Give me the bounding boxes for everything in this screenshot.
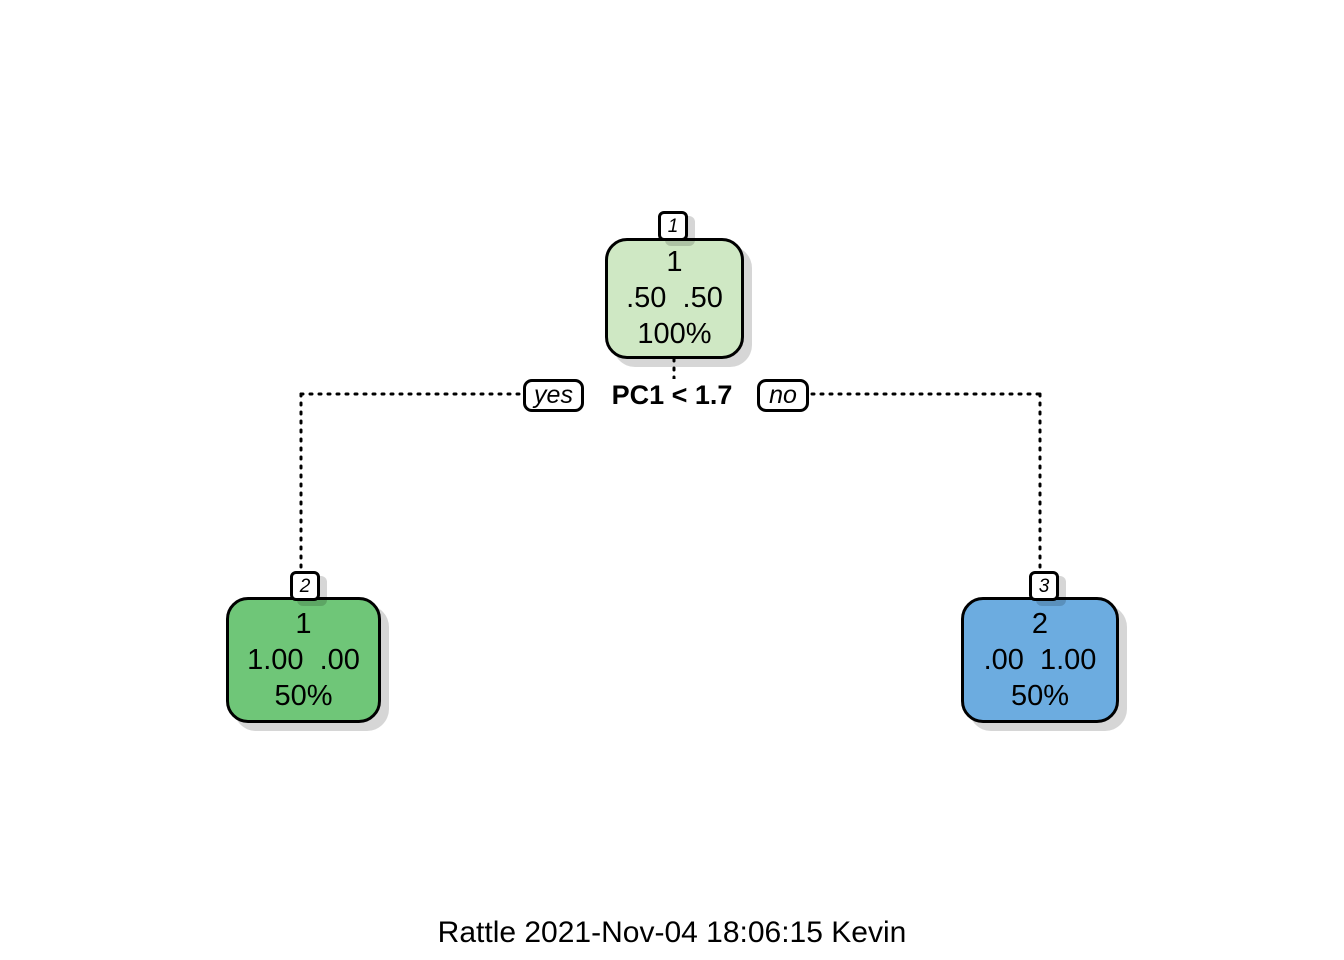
node-tag-1[interactable]: 1 bbox=[658, 211, 688, 241]
branch-label-no[interactable]: no bbox=[757, 379, 809, 412]
node-left-probabilities: 1.00 .00 bbox=[247, 643, 360, 676]
node-left-class: 1 bbox=[295, 607, 312, 640]
node-right-probabilities: .00 1.00 bbox=[983, 643, 1097, 676]
tree-node-left-leaf[interactable]: 1 1.00 .00 50% bbox=[226, 597, 381, 723]
tree-node-right-leaf[interactable]: 2 .00 1.00 50% bbox=[961, 597, 1119, 723]
node-tag-2[interactable]: 2 bbox=[290, 571, 320, 601]
split-rule-text: PC1 < 1.7 bbox=[592, 379, 752, 412]
node-root-class: 1 bbox=[666, 246, 683, 278]
node-root-probabilities: .50 .50 bbox=[626, 282, 723, 314]
branch-label-yes[interactable]: yes bbox=[523, 379, 584, 412]
tree-node-root[interactable]: 1 .50 .50 100% bbox=[605, 238, 744, 359]
node-tag-3[interactable]: 3 bbox=[1029, 571, 1059, 601]
node-left-percent: 50% bbox=[274, 679, 333, 712]
node-right-percent: 50% bbox=[1010, 679, 1070, 712]
figure-caption: Rattle 2021-Nov-04 18:06:15 Kevin bbox=[437, 916, 907, 949]
node-root-percent: 100% bbox=[637, 318, 712, 350]
node-right-class: 2 bbox=[1031, 607, 1049, 640]
